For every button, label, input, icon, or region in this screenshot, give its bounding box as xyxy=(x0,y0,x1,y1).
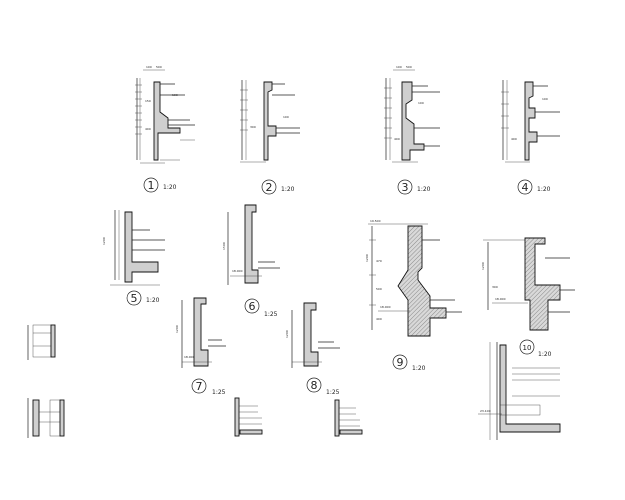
detail-3-marker: 3 1:20 xyxy=(397,179,431,195)
detail-scale: 1:20 xyxy=(417,186,431,193)
detail-number: 1 xyxy=(148,179,155,192)
fragment-left-top xyxy=(27,324,56,360)
dim-label: 400 xyxy=(376,317,382,321)
detail-scale: 1:20 xyxy=(538,351,552,358)
dim-label: 1200 xyxy=(365,254,369,262)
detail-7: 1200 18.000 7 1:25 xyxy=(175,297,226,396)
detail-scale: 1:25 xyxy=(326,389,340,396)
detail-9-marker: 9 1:20 xyxy=(392,354,426,372)
dim-label: 100 xyxy=(396,65,402,69)
detail-scale: 1:20 xyxy=(412,365,426,372)
detail-number-circle xyxy=(143,177,159,193)
detail-3: 100 500 100 400 3 1:20 xyxy=(384,65,440,195)
detail-number-circle xyxy=(392,354,408,370)
detail-scale: 1:25 xyxy=(212,389,226,396)
dim-label: 300 xyxy=(250,125,256,129)
dim-label: 500 xyxy=(406,65,412,69)
level-label: 18.000 xyxy=(184,355,195,359)
detail-10: 1200 300 18.000 10 1:20 xyxy=(481,237,575,358)
detail-8-marker: 8 1:25 xyxy=(306,377,340,396)
dim-label: 100 xyxy=(542,97,548,101)
detail-scale: 1:25 xyxy=(264,311,278,318)
dim-label: 1500 xyxy=(222,242,226,250)
detail-scale: 1:20 xyxy=(537,186,551,193)
detail-number: 9 xyxy=(397,356,404,369)
detail-11: 23.100 xyxy=(478,342,561,440)
detail-5: 1200 5 1:20 xyxy=(102,210,165,306)
detail-9: 19.500 1200 470 500 400 18.000 9 1:20 xyxy=(365,219,462,372)
dim-label: 1200 xyxy=(175,325,179,333)
dim-label: 300 xyxy=(492,285,498,289)
detail-number: 4 xyxy=(522,181,529,194)
detail-scale: 1:20 xyxy=(281,186,295,193)
fragment-left-bottom xyxy=(27,398,65,438)
detail-4: 100 400 4 1:20 xyxy=(501,80,560,195)
detail-number: 7 xyxy=(196,380,203,393)
detail-number-circle xyxy=(126,290,142,306)
detail-2-marker: 2 1:20 xyxy=(261,179,295,195)
detail-6: 1500 18.000 6 1:25 xyxy=(222,204,280,318)
detail-number-circle xyxy=(519,339,535,355)
detail-number: 8 xyxy=(311,379,318,392)
dim-label: 1200 xyxy=(102,237,106,245)
detail-number-circle xyxy=(261,179,277,195)
detail-number-circle xyxy=(244,298,260,314)
dim-label: 100 xyxy=(146,65,152,69)
dim-label: 150 xyxy=(145,99,151,103)
level-label: 18.000 xyxy=(380,305,391,309)
detail-1-marker: 1 1:20 xyxy=(143,177,177,193)
dim-label: 470 xyxy=(376,259,382,263)
detail-4-marker: 4 1:20 xyxy=(517,179,551,195)
detail-number-circle xyxy=(306,377,322,393)
detail-number: 2 xyxy=(266,181,273,194)
detail-1: 100 500 150 400 100 1 1:20 xyxy=(135,65,195,193)
detail-number-circle xyxy=(517,179,533,195)
detail-6-marker: 6 1:25 xyxy=(244,298,278,318)
detail-number-circle xyxy=(397,179,413,195)
detail-7-marker: 7 1:25 xyxy=(191,378,226,396)
level-label: 19.500 xyxy=(370,219,381,223)
level-label: 18.000 xyxy=(495,297,506,301)
detail-5-marker: 5 1:20 xyxy=(126,290,160,306)
detail-2: 100 300 2 1:20 xyxy=(240,80,300,195)
dim-label: 1200 xyxy=(481,262,485,270)
dim-label: 400 xyxy=(145,127,151,131)
detail-number: 5 xyxy=(131,292,138,305)
detail-10-marker: 10 1:20 xyxy=(519,339,552,358)
detail-number-circle xyxy=(191,378,207,394)
detail-scale: 1:20 xyxy=(163,184,177,191)
dim-label: 100 xyxy=(283,115,289,119)
fragment-mid-right xyxy=(334,399,363,437)
detail-number: 6 xyxy=(249,300,256,313)
level-label: 23.100 xyxy=(480,409,491,413)
dim-label: 500 xyxy=(376,287,382,291)
dim-label: 100 xyxy=(418,101,424,105)
level-label: 18.000 xyxy=(232,269,243,273)
detail-8: 1200 8 1:25 xyxy=(285,302,340,396)
detail-scale: 1:20 xyxy=(146,297,160,304)
dim-label: 400 xyxy=(511,137,517,141)
dim-label: 500 xyxy=(156,65,162,69)
detail-number: 3 xyxy=(402,181,409,194)
dim-label: 1200 xyxy=(285,330,289,338)
detail-number: 10 xyxy=(523,344,532,352)
fragment-mid-left xyxy=(234,397,263,437)
dim-label: 100 xyxy=(172,93,178,97)
dim-label: 400 xyxy=(394,137,400,141)
